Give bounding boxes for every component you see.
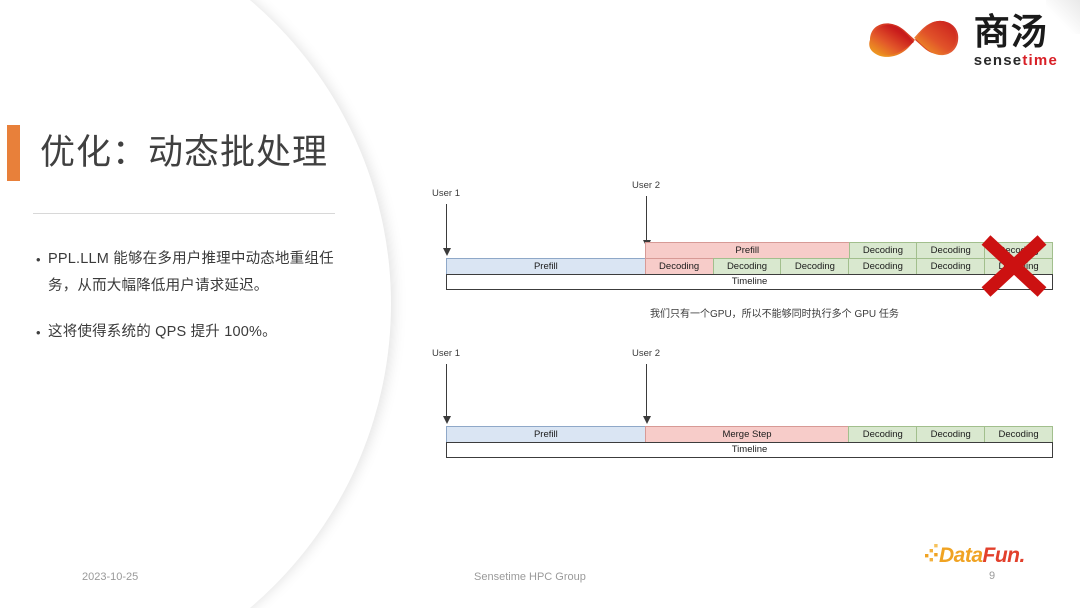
datafun-second-word: Fun. xyxy=(982,543,1026,567)
bullet-text: 这将使得系统的 QPS 提升 100%。 xyxy=(48,324,277,340)
title-divider xyxy=(33,213,335,214)
sensetime-chinese-name: 商汤 xyxy=(973,10,1048,52)
user2-cell-decoding: Decoding xyxy=(916,242,986,259)
list-item: • 这将使得系统的 QPS 提升 100%。 xyxy=(36,319,346,346)
page-title: 优化：动态批处理 xyxy=(40,133,329,172)
dynamic-batching-merged-timeline: User 1 User 2 Prefill Merge Step Decodin… xyxy=(430,346,1060,461)
user1-label: User 1 xyxy=(432,348,460,359)
user2-label: User 2 xyxy=(632,348,660,359)
timeline-axis-label: Timeline xyxy=(446,274,1053,290)
user2-arrow-icon xyxy=(642,196,651,248)
list-item: • PPL.LLM 能够在多用户推理中动态地重组任务，从而大幅降低用户请求延迟。 xyxy=(36,246,346,300)
sensetime-latin-name: sensetime xyxy=(974,53,1058,68)
user2-cell-decoding: Decoding xyxy=(848,242,918,259)
user1-cell-decoding: Decoding xyxy=(916,258,986,275)
user1-cell-decoding: Decoding xyxy=(984,258,1054,275)
datafun-pixels-icon xyxy=(925,543,939,567)
user1-cell-decoding: Decoding xyxy=(780,258,850,275)
user2-cell-prefill: Prefill xyxy=(645,242,850,259)
user2-arrow-icon xyxy=(642,364,651,424)
page-number: 9 xyxy=(989,570,996,582)
sensetime-logo: 商汤 sensetime xyxy=(864,10,1058,71)
timeline-axis: Timeline xyxy=(446,274,1053,290)
footer-date: 2023-10-25 xyxy=(82,571,139,583)
user1-cell-decoding: Decoding xyxy=(712,258,782,275)
merged-cell-merge-step: Merge Step xyxy=(644,426,850,443)
diagram-busy-caption: 我们只有一个GPU，所以不能够同时执行多个 GPU 任务 xyxy=(650,309,899,320)
single-gpu-serial-timeline: User 1 User 2 Prefill Decoding Decoding … xyxy=(430,180,1060,327)
bullet-marker: • xyxy=(36,252,41,267)
user1-cell-decoding: Decoding xyxy=(848,258,918,275)
user1-arrow-icon xyxy=(442,204,451,256)
merged-cell-decoding: Decoding xyxy=(848,426,918,443)
merged-cell-decoding: Decoding xyxy=(984,426,1053,443)
user1-arrow-icon xyxy=(442,364,451,424)
merged-track: Prefill Merge Step Decoding Decoding Dec… xyxy=(446,426,1053,443)
bullet-marker: • xyxy=(36,325,41,340)
title-accent-bar xyxy=(7,125,20,181)
datafun-first-word: Data xyxy=(939,543,983,567)
infinity-loop-icon xyxy=(864,10,964,71)
bullet-text: PPL.LLM 能够在多用户推理中动态地重组任务，从而大幅降低用户请求延迟。 xyxy=(48,251,334,294)
user2-cell-decoding: Decoding xyxy=(984,242,1053,259)
timeline-axis-label: Timeline xyxy=(446,442,1053,458)
merged-cell-prefill: Prefill xyxy=(446,426,646,443)
sensetime-latin-first: sense xyxy=(973,51,1023,69)
user1-cell-decoding: Decoding xyxy=(644,258,714,275)
sensetime-wordmark: 商汤 sensetime xyxy=(973,10,1058,68)
bullet-list: • PPL.LLM 能够在多用户推理中动态地重组任务，从而大幅降低用户请求延迟。… xyxy=(36,246,346,365)
user2-label: User 2 xyxy=(632,180,660,191)
timeline-axis: Timeline xyxy=(446,442,1053,458)
user1-cell-prefill: Prefill xyxy=(446,258,646,275)
user1-label: User 1 xyxy=(432,188,460,199)
merged-cell-decoding: Decoding xyxy=(916,426,986,443)
user1-track: Prefill Decoding Decoding Decoding Decod… xyxy=(446,258,1054,275)
sensetime-latin-second: time xyxy=(1022,51,1058,69)
user2-track: Prefill Decoding Decoding Decoding xyxy=(645,242,1053,259)
footer-organization: Sensetime HPC Group xyxy=(474,571,586,583)
